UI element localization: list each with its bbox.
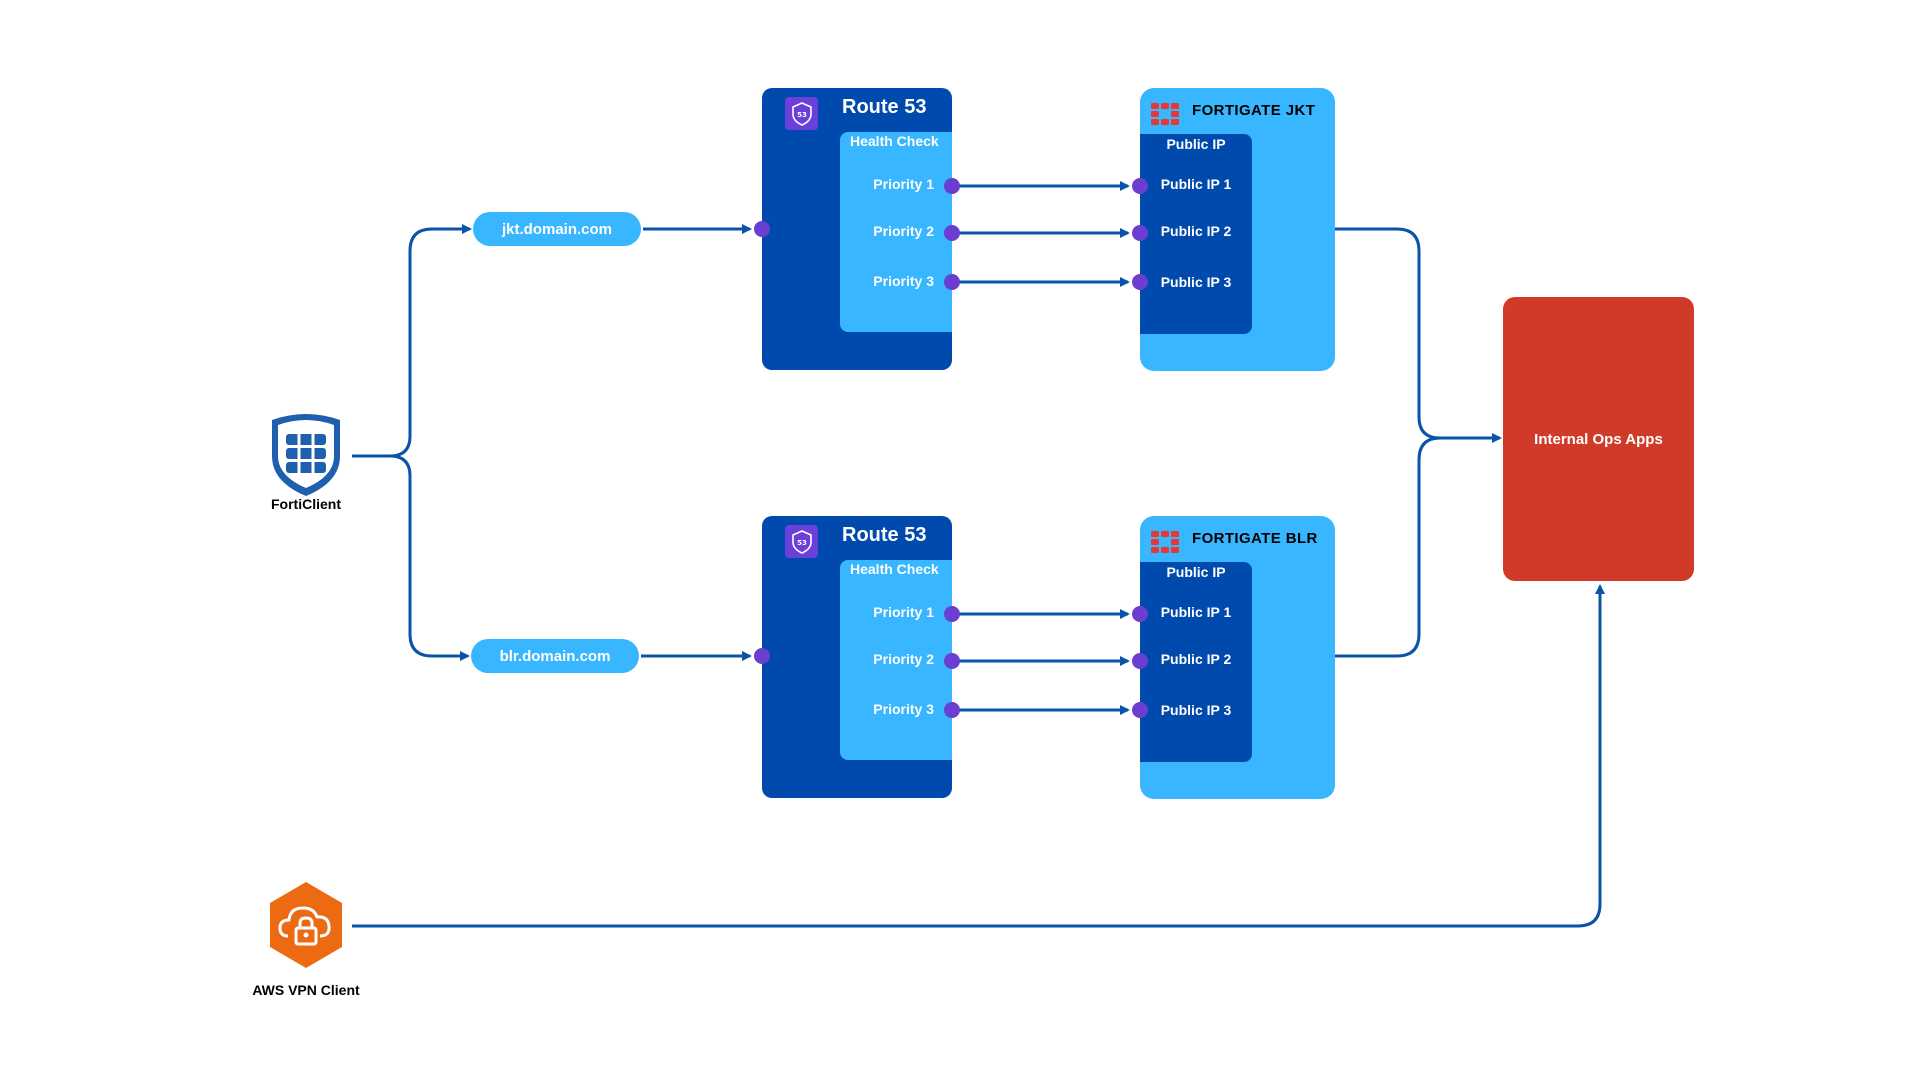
health-check-title: Health Check bbox=[850, 561, 939, 577]
public-ip-3-label: Public IP 3 bbox=[1160, 274, 1232, 290]
route53-icon: 53 bbox=[785, 97, 818, 130]
wire-forti-to-blr bbox=[352, 454, 470, 661]
public-ip-panel: Public IP Public IP 1 Public IP 2 Public… bbox=[1140, 562, 1252, 762]
internal-ops-apps-box[interactable]: Internal Ops Apps bbox=[1503, 297, 1694, 581]
svg-text:53: 53 bbox=[797, 539, 807, 547]
fortigate-title: FORTIGATE JKT bbox=[1192, 102, 1316, 119]
forticlient-node[interactable] bbox=[266, 412, 346, 512]
fortigate-title: FORTIGATE BLR bbox=[1192, 530, 1318, 547]
public-ip-2-label: Public IP 2 bbox=[1160, 651, 1232, 667]
aws-vpn-label: AWS VPN Client bbox=[252, 982, 360, 998]
aws-vpn-lock-cloud-icon bbox=[270, 882, 342, 968]
forticlient-shield-icon bbox=[272, 414, 340, 496]
forticlient-label: FortiClient bbox=[271, 496, 341, 512]
priority-1-label: Priority 1 bbox=[873, 176, 934, 192]
aws-vpn-node[interactable] bbox=[266, 880, 346, 970]
svg-text:53: 53 bbox=[797, 111, 807, 119]
health-check-panel: Health Check Priority 1 Priority 2 Prior… bbox=[840, 560, 952, 760]
domain-pill-blr[interactable]: blr.domain.com bbox=[471, 639, 639, 673]
wire-blr-to-app bbox=[1335, 436, 1500, 658]
fortigate-blr-box[interactable]: FORTIGATE BLR Public IP Public IP 1 Publ… bbox=[1140, 516, 1335, 799]
public-ip-3-label: Public IP 3 bbox=[1160, 702, 1232, 718]
priority-3-label: Priority 3 bbox=[873, 273, 934, 289]
public-ip-title: Public IP bbox=[1166, 564, 1226, 580]
health-check-panel: Health Check Priority 1 Priority 2 Prior… bbox=[840, 132, 952, 332]
priority-2-label: Priority 2 bbox=[873, 223, 934, 239]
wire-jkt-to-app bbox=[1335, 227, 1502, 443]
priority-3-label: Priority 3 bbox=[873, 701, 934, 717]
domain-pill-jkt[interactable]: jkt.domain.com bbox=[473, 212, 641, 246]
public-ip-1-label: Public IP 1 bbox=[1160, 604, 1232, 620]
public-ip-panel: Public IP Public IP 1 Public IP 2 Public… bbox=[1140, 134, 1252, 334]
priority-2-label: Priority 2 bbox=[873, 651, 934, 667]
health-check-title: Health Check bbox=[850, 133, 939, 149]
route53-title: Route 53 bbox=[842, 96, 927, 118]
fortinet-logo-icon bbox=[1151, 531, 1179, 553]
fortigate-jkt-box[interactable]: FORTIGATE JKT Public IP Public IP 1 Publ… bbox=[1140, 88, 1335, 371]
priority-1-label: Priority 1 bbox=[873, 604, 934, 620]
public-ip-2-label: Public IP 2 bbox=[1160, 223, 1232, 239]
wire-forti-to-jkt bbox=[352, 224, 472, 458]
route53-title: Route 53 bbox=[842, 524, 927, 546]
route53-icon: 53 bbox=[785, 525, 818, 558]
route53-box-blr[interactable]: 53 Route 53 Health Check Priority 1 Prio… bbox=[762, 516, 952, 798]
public-ip-1-label: Public IP 1 bbox=[1160, 176, 1232, 192]
wire-aws-to-app bbox=[352, 584, 1605, 928]
fortinet-logo-icon bbox=[1151, 103, 1179, 125]
public-ip-title: Public IP bbox=[1166, 136, 1226, 152]
route53-box-jkt[interactable]: 53 Route 53 Health Check Priority 1 Prio… bbox=[762, 88, 952, 370]
